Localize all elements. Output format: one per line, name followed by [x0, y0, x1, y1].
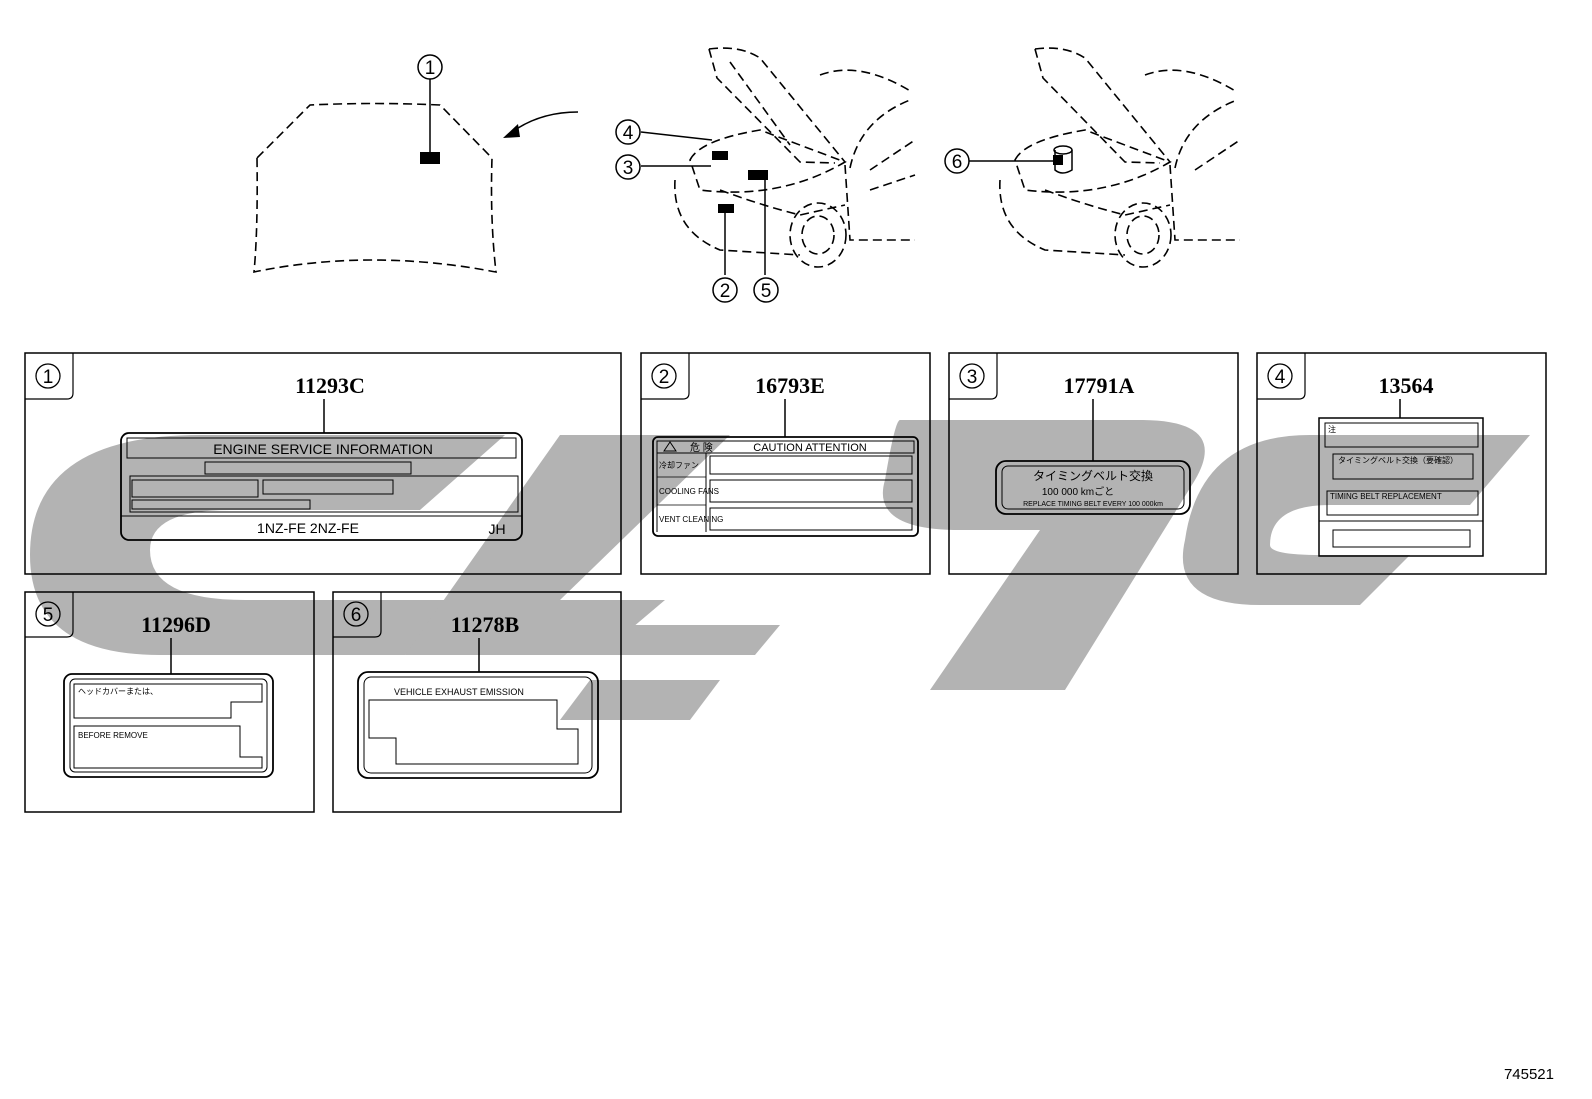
- label-code: JH: [488, 521, 505, 537]
- part-number: 13564: [1379, 373, 1434, 398]
- interval-text: 100 000 kmごと: [1042, 485, 1114, 498]
- svg-text:冷却ファン: 冷却ファン: [659, 460, 699, 470]
- part-number: 17791A: [1064, 373, 1135, 398]
- part-number: 11293C: [295, 373, 365, 398]
- callout-4-top: 4: [615, 119, 641, 145]
- label-panel-4: 4 13564 注 タイミングベルト交換（要確認） TIMING BELT RE…: [1256, 352, 1547, 575]
- header-jp: 危 険: [690, 442, 713, 454]
- label-title: VEHICLE EXHAUST EMISSION: [394, 687, 524, 697]
- svg-text:COOLING FANS: COOLING FANS: [659, 487, 719, 496]
- callout-5-top: 5: [753, 277, 779, 303]
- label-panel-5: 5 11296D ヘッドカバーまたは、 BEFORE REMOVE: [24, 591, 315, 813]
- label-panel-1: 1 11293C ENGINE SERVICE INFORMATION 1NZ-…: [24, 352, 622, 575]
- svg-text:TIMING BELT REPLACEMENT: TIMING BELT REPLACEMENT: [1330, 492, 1442, 501]
- svg-text:6: 6: [952, 152, 963, 173]
- part-number: 11278B: [451, 612, 520, 637]
- warning-icon: [663, 441, 677, 452]
- callout-number: 2: [659, 367, 670, 388]
- callout-number: 3: [967, 367, 978, 388]
- car-illustration-2: [969, 47, 1241, 268]
- svg-text:1: 1: [425, 58, 436, 79]
- callout-number: 6: [351, 605, 362, 626]
- svg-text:3: 3: [623, 158, 634, 179]
- car-illustration-1: [640, 47, 916, 275]
- callout-number: 4: [1275, 367, 1286, 388]
- svg-text:ヘッドカバーまたは、: ヘッドカバーまたは、: [78, 687, 158, 696]
- part-number: 11296D: [141, 612, 211, 637]
- svg-text:VENT CLEANING: VENT CLEANING: [659, 515, 723, 524]
- jp-text: タイミングベルト交換: [1033, 468, 1153, 483]
- hood-illustration: [253, 79, 579, 274]
- watermark-logo: [30, 420, 1530, 720]
- label-panel-6: 6 11278B VEHICLE EXHAUST EMISSION: [332, 591, 622, 813]
- svg-text:タイミングベルト交換（要確認）: タイミングベルト交換（要確認）: [1338, 455, 1458, 465]
- svg-text:2: 2: [720, 281, 731, 302]
- arrow-icon: [503, 124, 520, 138]
- label-panel-3: 3 17791A タイミングベルト交換 100 000 kmごと REPLACE…: [948, 352, 1239, 575]
- label-title: ENGINE SERVICE INFORMATION: [213, 441, 433, 457]
- svg-text:BEFORE REMOVE: BEFORE REMOVE: [78, 731, 148, 740]
- callout-2-top: 2: [712, 277, 738, 303]
- engine-codes: 1NZ-FE 2NZ-FE: [257, 520, 359, 536]
- callout-3-top: 3: [615, 154, 641, 180]
- svg-text:4: 4: [623, 123, 634, 144]
- callout-number: 1: [43, 367, 54, 388]
- label-panel-2: 2 16793E 危 険 CAUTION ATTENTION 冷却ファン COO…: [640, 352, 931, 575]
- header-text: CAUTION ATTENTION: [753, 442, 867, 454]
- diagram-id: 745521: [1504, 1066, 1554, 1083]
- svg-text:注: 注: [1328, 424, 1336, 434]
- callout-1-top: 1: [417, 54, 443, 80]
- part-number: 16793E: [755, 373, 825, 398]
- svg-text:5: 5: [761, 281, 772, 302]
- replace-text: REPLACE TIMING BELT EVERY 100 000km: [1023, 501, 1163, 508]
- callout-number: 5: [43, 605, 54, 626]
- callout-6-top: 6: [944, 148, 970, 174]
